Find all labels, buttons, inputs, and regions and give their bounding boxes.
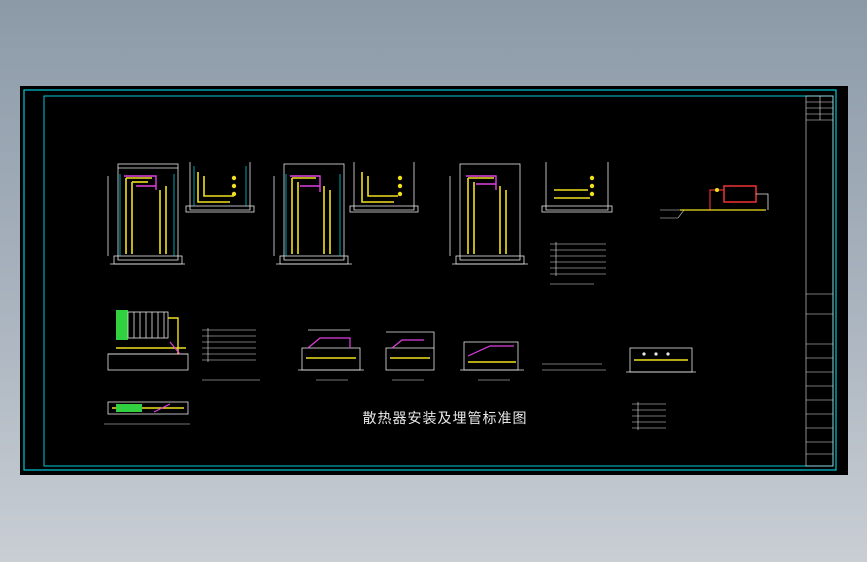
section-detail-2 <box>349 162 419 213</box>
radiator-elevation <box>107 310 189 371</box>
pipe-trench-detail <box>626 347 696 373</box>
elevation-detail-1 <box>107 163 185 265</box>
section-2-2 <box>385 331 435 381</box>
legend-table-middle <box>202 328 260 381</box>
section-1-1 <box>298 329 364 381</box>
notes-middle <box>542 363 606 371</box>
section-detail-3 <box>541 162 613 213</box>
drawing-sheet: 散热器安装及埋管标准图 <box>20 86 848 475</box>
section-3-3 <box>460 341 524 381</box>
cad-drawing-canvas <box>23 89 837 471</box>
outer-frame <box>23 89 837 471</box>
legend-table-top <box>550 242 606 285</box>
drawing-title: 散热器安装及埋管标准图 <box>362 411 528 427</box>
legend-table-right <box>632 402 666 430</box>
section-detail-1 <box>185 162 255 213</box>
elevation-detail-2 <box>273 163 352 265</box>
floor-pipe-plan <box>104 401 190 425</box>
heater-schematic <box>660 185 769 219</box>
title-block <box>805 95 834 467</box>
elevation-detail-3 <box>449 163 528 265</box>
